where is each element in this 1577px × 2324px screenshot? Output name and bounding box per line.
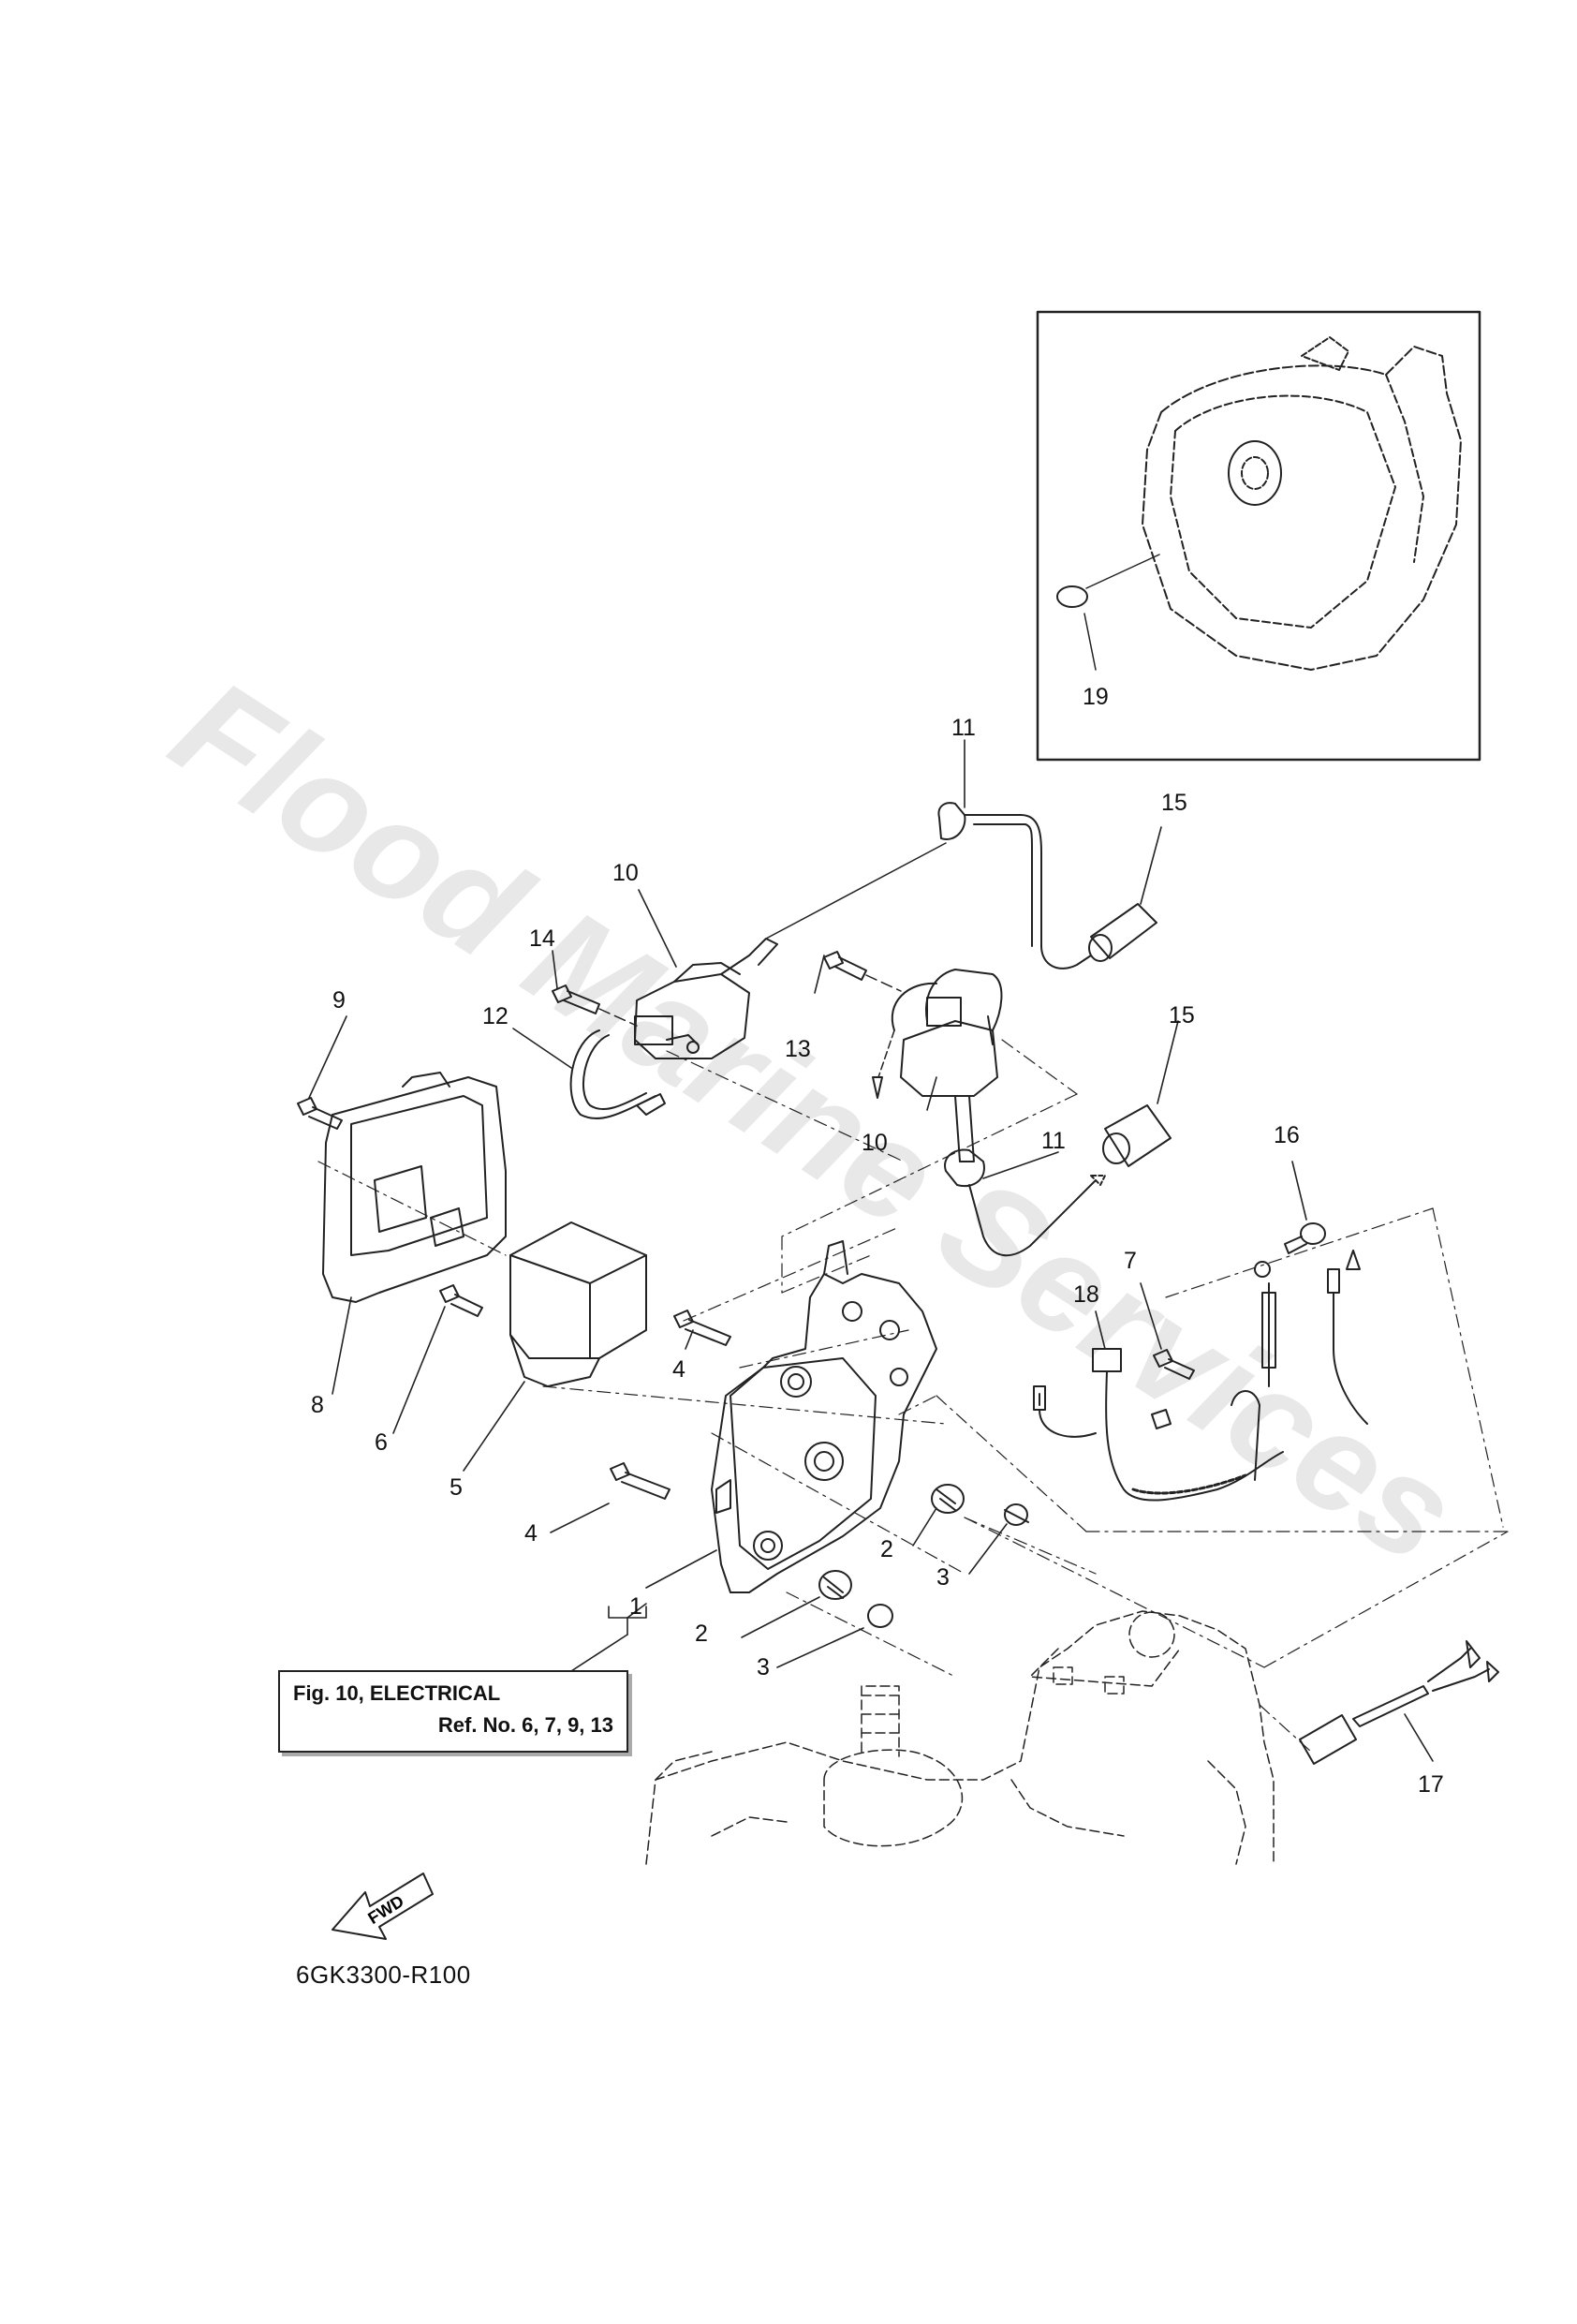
callout-4-upper: 4 [672,1356,685,1383]
bolt-6 [439,1284,483,1317]
bolt-4-lower [610,1462,671,1500]
callout-15-lower: 15 [1169,1002,1195,1029]
callout-18: 18 [1073,1281,1099,1308]
cover-8 [322,1072,507,1303]
callout-5: 5 [450,1474,463,1501]
callout-14: 14 [529,925,555,952]
grommet-2-left [818,1570,852,1600]
callout-9: 9 [332,987,346,1014]
callout-15-upper: 15 [1161,790,1187,816]
inset-flywheel-cover [1036,310,1481,762]
sensor-17 [1298,1640,1499,1765]
callout-6: 6 [375,1429,388,1456]
ignition-coil-lower [872,969,1106,1257]
engine-block [645,1610,1275,1865]
callout-1: 1 [629,1593,642,1620]
callout-19: 19 [1083,684,1109,710]
grommet-19 [1056,554,1160,608]
leader-lines [308,739,1434,1762]
lead-12 [569,1029,700,1119]
rectifier-5 [509,1221,647,1387]
reference-note-title: Fig. 10, ELECTRICAL [293,1681,501,1705]
callout-8: 8 [311,1392,324,1418]
callout-16: 16 [1274,1122,1300,1148]
callout-11-lower: 11 [1041,1128,1066,1154]
grommet-2-right [931,1484,965,1514]
callout-3-right: 3 [936,1564,950,1591]
bolt-16 [1284,1222,1326,1254]
callout-labels: 1 2 2 3 3 4 4 5 6 7 8 9 10 10 11 11 12 1… [311,684,1444,1928]
callout-11-upper: 11 [951,715,976,741]
wire-harness-18 [1033,1250,1368,1502]
callout-10-upper: 10 [612,860,639,886]
assembly-lines [317,1039,1509,1753]
callout-4-lower: 4 [524,1520,538,1547]
plug-cap-lower [1102,1104,1172,1167]
bolt-4-upper [673,1310,731,1346]
reference-note-refs: Ref. No. 6, 7, 9, 13 [437,1713,613,1737]
callout-13: 13 [785,1036,811,1062]
callout-3-left: 3 [757,1654,770,1680]
bolt-7 [1153,1349,1195,1380]
bolt-14 [552,984,638,1027]
callout-10-lower: 10 [862,1130,888,1156]
base-plate-1 [711,1240,937,1593]
bolt-13 [823,951,902,992]
callout-7: 7 [1124,1248,1137,1274]
callout-12: 12 [482,1003,508,1029]
plug-cap-upper [1088,903,1157,962]
collar-3-right [1004,1503,1029,1526]
callout-2-left: 2 [695,1621,708,1647]
fwd-arrow [332,1873,434,1940]
callout-17: 17 [1418,1771,1444,1798]
reference-note-box: Fig. 10, ELECTRICAL Ref. No. 6, 7, 9, 13 [278,1670,628,1753]
collar-3-left [867,1604,893,1628]
callout-2-right: 2 [880,1536,893,1562]
bolt-9 [297,1097,343,1130]
drawing-code: 6GK3300-R100 [296,1961,471,1989]
ignition-coil-upper [634,802,1092,1059]
